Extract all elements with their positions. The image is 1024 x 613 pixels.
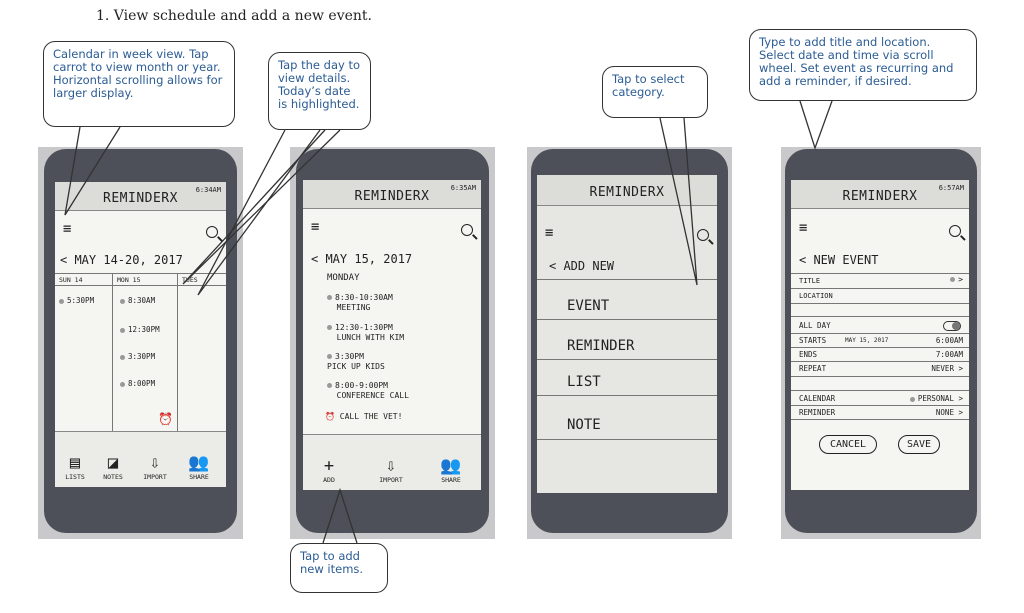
phone-day-view: 6:35AM REMINDERX ≡ < MAY 15, 2017 MONDAY… <box>290 147 495 539</box>
calendar-label: CALENDAR <box>799 394 836 403</box>
all-day-toggle[interactable] <box>943 321 961 331</box>
day-header-tues[interactable]: TUES <box>182 276 198 284</box>
search-icon[interactable] <box>461 224 473 236</box>
callout-new-event: Type to add title and location. Select d… <box>749 29 977 101</box>
screen-day-view: 6:35AM REMINDERX ≡ < MAY 15, 2017 MONDAY… <box>303 180 481 490</box>
status-bar: 6:35AM REMINDERX <box>303 180 481 209</box>
event-4[interactable]: 8:00-9:00PM CONFERENCE CALL <box>327 381 409 401</box>
event-2[interactable]: 12:30-1:30PM LUNCH WITH KIM <box>327 323 404 343</box>
event-mon-3[interactable]: 3:30PM <box>120 352 155 361</box>
event-mon-1[interactable]: 8:30AM <box>120 296 155 305</box>
reminder-value[interactable]: NONE > <box>935 408 963 417</box>
notes-icon: ◪ <box>107 453 119 473</box>
repeat-label: REPEAT <box>799 364 827 373</box>
event-mon-4[interactable]: 8:00PM <box>120 379 155 388</box>
lists-icon: ▤ <box>69 453 81 473</box>
event-mon-2[interactable]: 12:30PM <box>120 325 160 334</box>
callout-week-view: Calendar in week view. Tap carrot to vie… <box>43 41 235 127</box>
title-more[interactable]: > <box>950 275 963 284</box>
nav-add[interactable]: +ADD <box>309 456 349 484</box>
cancel-button[interactable]: CANCEL <box>819 435 877 454</box>
menu-icon[interactable]: ≡ <box>545 225 554 241</box>
day-title: MONDAY <box>327 273 360 283</box>
status-bar: 6:34AM REMINDERX <box>55 182 226 211</box>
screen-new-event: 6:57AM REMINDERX ≡ < NEW EVENT TITLE > L… <box>791 180 969 490</box>
add-new-header[interactable]: < ADD NEW <box>549 259 615 273</box>
status-bar: REMINDERX <box>537 175 717 206</box>
phone-new-event: 6:57AM REMINDERX ≡ < NEW EVENT TITLE > L… <box>781 147 981 539</box>
clock: 6:35AM <box>450 184 476 192</box>
callout-day-details: Tap the day to view details. Today’s dat… <box>268 52 371 130</box>
reminder-label: REMINDER <box>799 408 836 417</box>
repeat-value[interactable]: NEVER > <box>931 364 963 373</box>
nav-lists[interactable]: ▤LISTS <box>55 453 95 481</box>
category-reminder[interactable]: REMINDER <box>567 338 635 354</box>
import-icon: ⇩ <box>149 453 161 473</box>
share-icon: 👥 <box>188 453 210 473</box>
day-header-sun[interactable]: SUN 14 <box>59 276 83 284</box>
screen-week-view: 6:34AM REMINDERX ≡ < MAY 14-20, 2017 SUN… <box>55 182 226 487</box>
calendar-value[interactable]: PERSONAL > <box>909 394 963 403</box>
event-sun-1[interactable]: 5:30PM <box>59 296 94 305</box>
clock: 6:57AM <box>938 184 964 192</box>
callout-category: Tap to select category. <box>602 66 708 118</box>
starts-time[interactable]: 6:00AM <box>935 336 963 345</box>
search-icon[interactable] <box>949 225 961 237</box>
app-title: REMINDERX <box>842 189 918 204</box>
category-list[interactable]: LIST <box>567 374 601 390</box>
day-header-mon[interactable]: MON 15 <box>117 276 141 284</box>
nav-notes[interactable]: ◪NOTES <box>93 453 133 481</box>
menu-icon[interactable]: ≡ <box>311 219 320 235</box>
page-heading: 1. View schedule and add a new event. <box>96 8 372 24</box>
plus-icon: + <box>323 456 335 476</box>
all-day-label: ALL DAY <box>799 321 831 330</box>
alarm-clock-icon: ⏰ <box>325 412 335 421</box>
alarm-clock-icon: ⏰ <box>158 412 173 426</box>
date-selector[interactable]: < MAY 15, 2017 <box>311 252 413 266</box>
app-title: REMINDERX <box>354 189 430 204</box>
nav-import[interactable]: ⇩IMPORT <box>135 453 175 481</box>
app-title: REMINDERX <box>589 185 665 200</box>
starts-date[interactable]: MAY 15, 2017 <box>845 337 889 344</box>
save-button[interactable]: SAVE <box>898 435 940 454</box>
import-icon: ⇩ <box>385 456 397 476</box>
menu-icon[interactable]: ≡ <box>799 220 808 236</box>
search-icon[interactable] <box>697 229 709 241</box>
nav-share[interactable]: 👥SHARE <box>179 453 219 481</box>
event-1[interactable]: 8:30-10:30AM MEETING <box>327 293 393 313</box>
reminder-item[interactable]: ⏰ CALL THE VET! <box>325 412 403 421</box>
bottom-nav: +ADD ⇩IMPORT 👥SHARE <box>303 434 481 490</box>
date-range-selector[interactable]: < MAY 14-20, 2017 <box>60 253 183 267</box>
phone-add-new: REMINDERX ≡ < ADD NEW EVENT REMINDER LIS… <box>527 147 732 539</box>
phone-week-view: 6:34AM REMINDERX ≡ < MAY 14-20, 2017 SUN… <box>38 147 243 539</box>
nav-share[interactable]: 👥SHARE <box>431 456 471 484</box>
bottom-nav: ▤LISTS ◪NOTES ⇩IMPORT 👥SHARE <box>55 431 226 487</box>
location-field[interactable]: LOCATION <box>799 292 833 300</box>
menu-icon[interactable]: ≡ <box>63 221 72 237</box>
search-icon[interactable] <box>206 226 218 238</box>
app-title: REMINDERX <box>103 191 178 206</box>
category-note[interactable]: NOTE <box>567 417 601 433</box>
new-event-header[interactable]: < NEW EVENT <box>799 253 879 267</box>
category-event[interactable]: EVENT <box>567 298 610 314</box>
nav-import[interactable]: ⇩IMPORT <box>371 456 411 484</box>
callout-add-items: Tap to add new items. <box>290 543 388 593</box>
starts-label: STARTS <box>799 336 827 345</box>
ends-label: ENDS <box>799 350 818 359</box>
share-icon: 👥 <box>440 456 462 476</box>
title-field[interactable]: TITLE <box>799 277 821 285</box>
status-bar: 6:57AM REMINDERX <box>791 180 969 209</box>
screen-add-new: REMINDERX ≡ < ADD NEW EVENT REMINDER LIS… <box>537 175 717 493</box>
ends-time[interactable]: 7:00AM <box>935 350 963 359</box>
